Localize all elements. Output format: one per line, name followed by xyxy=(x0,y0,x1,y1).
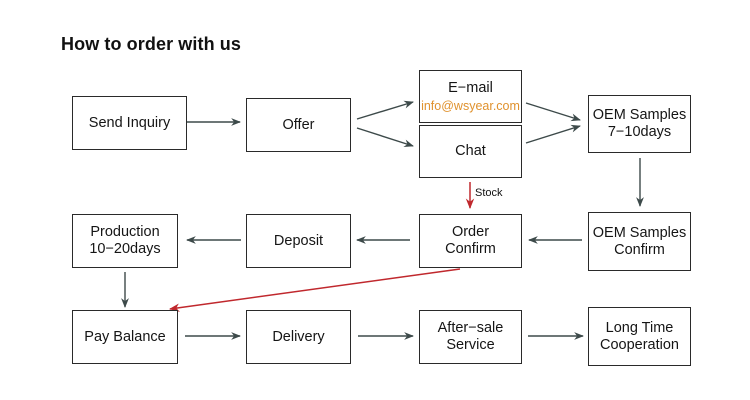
step-label: Production xyxy=(90,224,160,240)
step-send-inquiry: Send Inquiry xyxy=(72,96,187,150)
step-label: Confirm xyxy=(614,241,665,258)
arrow-offer-to-chat xyxy=(356,127,414,148)
step-label: Offer xyxy=(282,116,315,133)
step-label: 10−20days xyxy=(89,241,161,257)
step-label: Pay Balance xyxy=(84,328,166,345)
arrow-offer-to-email xyxy=(356,100,414,120)
step-deposit: Deposit xyxy=(246,214,351,268)
step-label: E−mail xyxy=(448,79,493,96)
step-label: Cooperation xyxy=(600,336,679,353)
step-label: Order xyxy=(451,224,490,240)
step-offer: Offer xyxy=(246,98,351,152)
stock-label: Stock xyxy=(475,187,503,199)
step-delivery: Delivery xyxy=(246,310,351,364)
arrow-chat-to-oem-samples xyxy=(525,124,581,144)
step-production: Production 10−20days xyxy=(72,214,178,268)
step-after-sale: After−sale Service xyxy=(419,310,522,364)
arrow-email-to-oem-samples xyxy=(525,102,581,122)
step-label: OEM Samples xyxy=(592,107,687,123)
step-order-confirm: Order Confirm xyxy=(419,214,522,268)
step-label: Delivery xyxy=(272,328,325,345)
step-label: Deposit xyxy=(273,232,324,249)
step-label: After−sale xyxy=(437,320,504,336)
step-pay-balance: Pay Balance xyxy=(72,310,178,364)
step-label: Long Time xyxy=(605,319,674,336)
step-email: E−mail info@wsyear.com xyxy=(419,70,522,123)
step-oem-samples-confirm: OEM Samples Confirm xyxy=(588,212,691,271)
step-long-time-cooperation: Long Time Cooperation xyxy=(588,307,691,366)
email-address[interactable]: info@wsyear.com xyxy=(421,98,520,113)
step-label: Confirm xyxy=(445,241,496,257)
step-label: Service xyxy=(446,337,495,353)
page-title: How to order with us xyxy=(61,34,241,54)
step-label: 7−10days xyxy=(607,124,672,140)
step-label: OEM Samples xyxy=(592,224,687,241)
step-label: Chat xyxy=(455,143,486,159)
step-chat: Chat xyxy=(419,125,522,178)
step-oem-samples: OEM Samples 7−10days xyxy=(588,95,691,153)
arrow-order-confirm-to-pay-balance xyxy=(168,268,461,312)
step-label: Send Inquiry xyxy=(88,114,171,131)
